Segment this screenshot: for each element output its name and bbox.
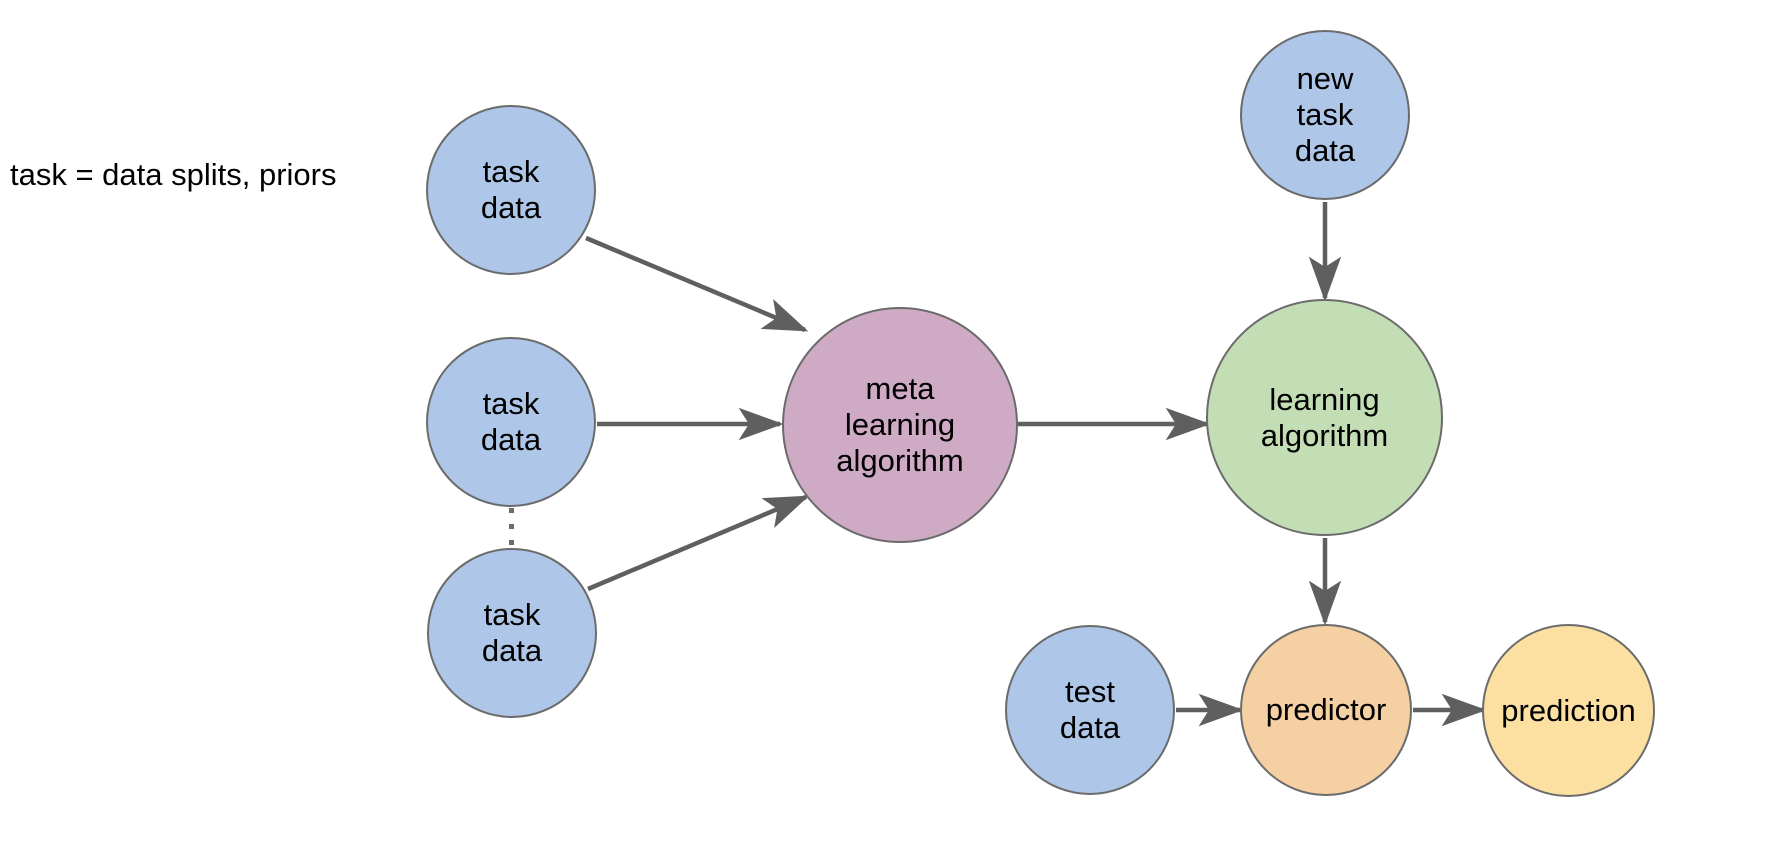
node-task-data-2[interactable]: task data <box>426 337 596 507</box>
ellipsis-dot-1 <box>509 508 514 513</box>
node-new-task-data-label: new task data <box>1294 61 1356 168</box>
edge-task-data-3-to-meta-learning <box>587 494 810 592</box>
node-task-data-3[interactable]: task data <box>427 548 597 718</box>
node-task-data-3-label: task data <box>481 597 543 668</box>
node-prediction[interactable]: prediction <box>1482 624 1655 797</box>
node-task-data-1-label: task data <box>480 154 542 225</box>
ellipsis-dot-2 <box>509 524 514 529</box>
node-task-data-2-label: task data <box>480 386 542 457</box>
node-learning-algorithm[interactable]: learning algorithm <box>1206 299 1443 536</box>
node-new-task-data[interactable]: new task data <box>1240 30 1410 200</box>
node-meta-learning-algorithm[interactable]: meta learning algorithm <box>782 307 1018 543</box>
caption-task-definition: task = data splits, priors <box>10 157 337 192</box>
node-test-data-label: test data <box>1059 674 1121 745</box>
node-predictor-label: predictor <box>1265 692 1387 728</box>
node-prediction-label: prediction <box>1501 692 1636 728</box>
node-test-data[interactable]: test data <box>1005 625 1175 795</box>
node-meta-learning-algorithm-label: meta learning algorithm <box>836 371 964 478</box>
ellipsis-dot-3 <box>509 540 514 545</box>
edge-task-data-1-to-meta-learning <box>585 235 809 333</box>
node-task-data-1[interactable]: task data <box>426 105 596 275</box>
node-learning-algorithm-label: learning algorithm <box>1260 381 1389 453</box>
node-predictor[interactable]: predictor <box>1240 624 1412 796</box>
